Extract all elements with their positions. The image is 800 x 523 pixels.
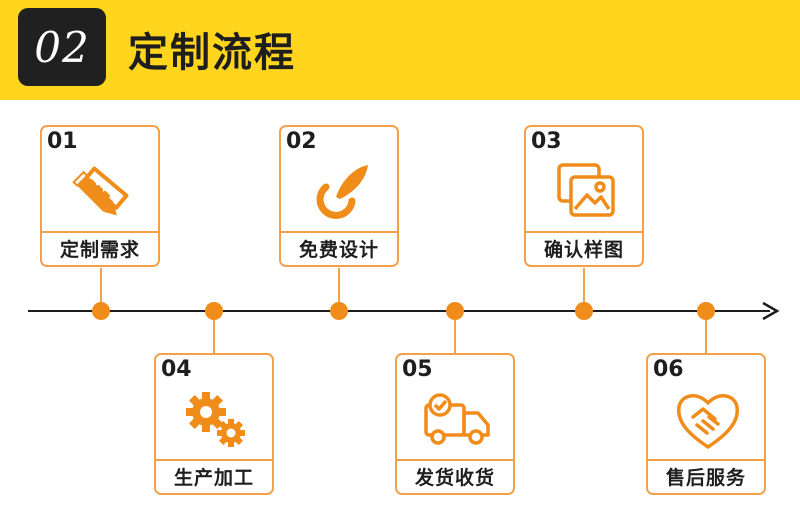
card-divider [526, 231, 642, 233]
arrow-head-icon [762, 301, 780, 321]
feather-quill-icon [316, 165, 368, 219]
card-divider [281, 231, 397, 233]
step-card-04: 04 生产加工 [154, 353, 274, 495]
delivery-truck-icon [424, 393, 490, 445]
timeline-dot-04 [205, 302, 223, 320]
step-number: 01 [47, 129, 78, 154]
handshake-heart-icon [677, 394, 739, 449]
section-number-badge: 02 [18, 8, 106, 86]
card-divider [156, 459, 272, 461]
card-divider [42, 231, 158, 233]
step-label: 发货收货 [414, 467, 495, 489]
step-label: 免费设计 [298, 239, 379, 261]
step-card-02: 02 免费设计 [279, 125, 399, 267]
image-gallery-icon [557, 163, 615, 217]
step-card-06: 06 售后服务 [646, 353, 766, 495]
step-label: 售后服务 [665, 467, 746, 489]
timeline-dot-01 [92, 302, 110, 320]
step-label: 确认样图 [543, 239, 624, 261]
card-divider [648, 459, 764, 461]
page-title: 定制流程 [128, 30, 296, 76]
step-card-01: 01 定制需求 [40, 125, 160, 267]
step-card-03: 03 确认样图 [524, 125, 644, 267]
step-label: 生产加工 [173, 467, 254, 489]
timeline-dot-02 [330, 302, 348, 320]
header-banner: 02 定制流程 [0, 0, 800, 100]
step-card-05: 05 发货收货 [395, 353, 515, 495]
pencil-ruler-icon [72, 166, 129, 216]
timeline-dot-06 [697, 302, 715, 320]
section-number: 02 [34, 22, 90, 72]
step-number: 04 [161, 357, 192, 382]
step-number: 05 [402, 357, 433, 382]
gears-icon [186, 392, 245, 447]
timeline-dot-05 [446, 302, 464, 320]
step-label: 定制需求 [59, 239, 140, 261]
card-divider [397, 459, 513, 461]
step-number: 06 [653, 357, 684, 382]
timeline-dot-03 [575, 302, 593, 320]
step-number: 02 [286, 129, 317, 154]
step-number: 03 [531, 129, 562, 154]
